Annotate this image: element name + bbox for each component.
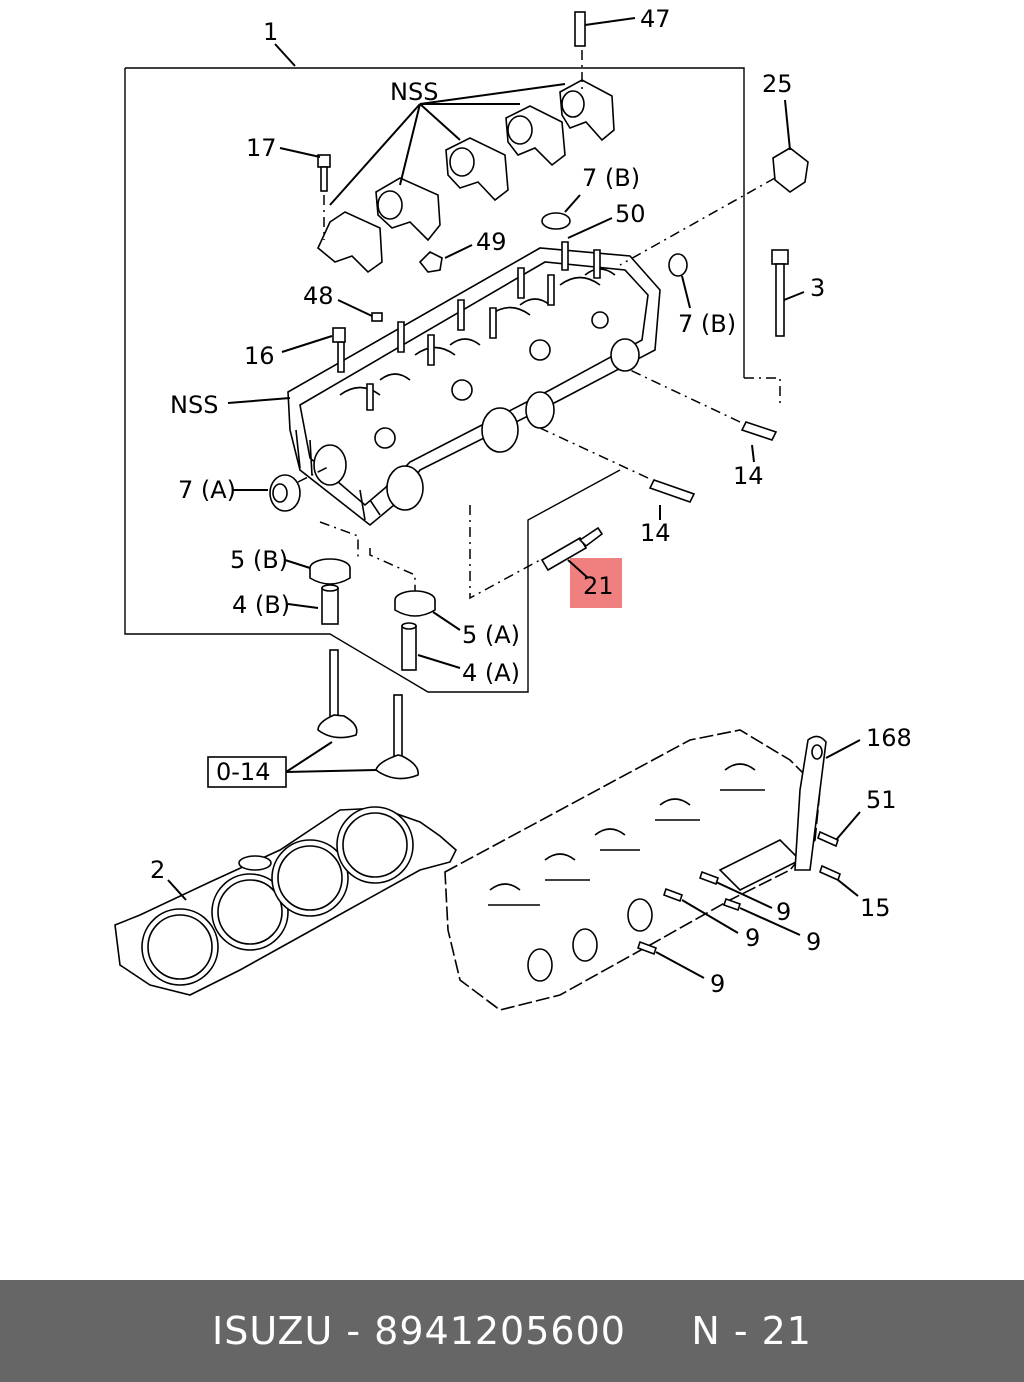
part-21 — [540, 526, 604, 572]
label-47: 47 — [640, 5, 671, 33]
seat-5a — [394, 590, 461, 631]
footer-part-number: ISUZU - 8941205600 N - 21 — [0, 1280, 1024, 1382]
plug-48 — [371, 312, 383, 322]
seat-5b — [284, 558, 351, 585]
label-1: 1 — [263, 18, 278, 46]
label-9-d: 9 — [710, 970, 725, 998]
label-4b: 4 (B) — [232, 591, 290, 619]
stud-14-lower — [648, 479, 696, 520]
assembly-frame — [124, 67, 745, 693]
stud-14-upper — [740, 421, 778, 463]
label-50: 50 — [615, 200, 646, 228]
bolts-9 — [636, 870, 801, 979]
label-7a: 7 (A) — [178, 476, 236, 504]
label-7b-top: 7 (B) — [582, 164, 640, 192]
head-gasket — [114, 806, 457, 996]
label-14-upper: 14 — [733, 462, 764, 490]
cup-16 — [332, 327, 346, 343]
label-nss-top: NSS — [390, 78, 438, 106]
valve-left — [317, 649, 358, 739]
cylinder-head — [287, 241, 661, 527]
label-168: 168 — [866, 724, 912, 752]
bolt-15 — [819, 864, 859, 897]
label-3: 3 — [810, 274, 825, 302]
highlight-box-21 — [570, 558, 622, 608]
label-9-a: 9 — [776, 898, 791, 926]
label-9-b: 9 — [745, 924, 760, 952]
bolt-51 — [817, 811, 861, 848]
bolt-17 — [279, 147, 331, 192]
valve-right — [375, 694, 419, 780]
clip-49 — [418, 244, 473, 273]
label-0-14: 0-14 — [216, 758, 270, 786]
label-nss-left: NSS — [170, 391, 218, 419]
guide-4b — [287, 584, 339, 625]
label-9-c: 9 — [806, 928, 821, 956]
label-2: 2 — [150, 856, 165, 884]
bolt-3 — [771, 249, 805, 337]
seal-7b-top — [541, 212, 571, 230]
label-5b: 5 (B) — [230, 546, 288, 574]
cap-25 — [772, 99, 809, 193]
stud-47 — [574, 11, 636, 47]
cylinder-head-lower — [444, 729, 861, 1011]
camshaft-caps — [317, 79, 615, 274]
label-7b-right: 7 (B) — [678, 310, 736, 338]
label-15: 15 — [860, 894, 891, 922]
label-4a: 4 (A) — [462, 659, 520, 687]
label-16: 16 — [244, 342, 275, 370]
seal-7a — [232, 474, 301, 512]
label-51: 51 — [866, 786, 897, 814]
seal-7b-right — [668, 253, 688, 277]
label-49: 49 — [476, 228, 507, 256]
label-25: 25 — [762, 70, 793, 98]
guide-4a — [401, 622, 461, 671]
label-17: 17 — [246, 134, 277, 162]
label-box-0-14 — [207, 756, 287, 788]
parts-diagram: 1 47 25 NSS 17 7 (B) 50 49 3 48 7 (B) 16… — [114, 5, 912, 1011]
label-5a: 5 (A) — [462, 621, 520, 649]
label-14-lower: 14 — [640, 519, 671, 547]
label-21: 21 — [583, 572, 614, 600]
label-48: 48 — [303, 282, 334, 310]
